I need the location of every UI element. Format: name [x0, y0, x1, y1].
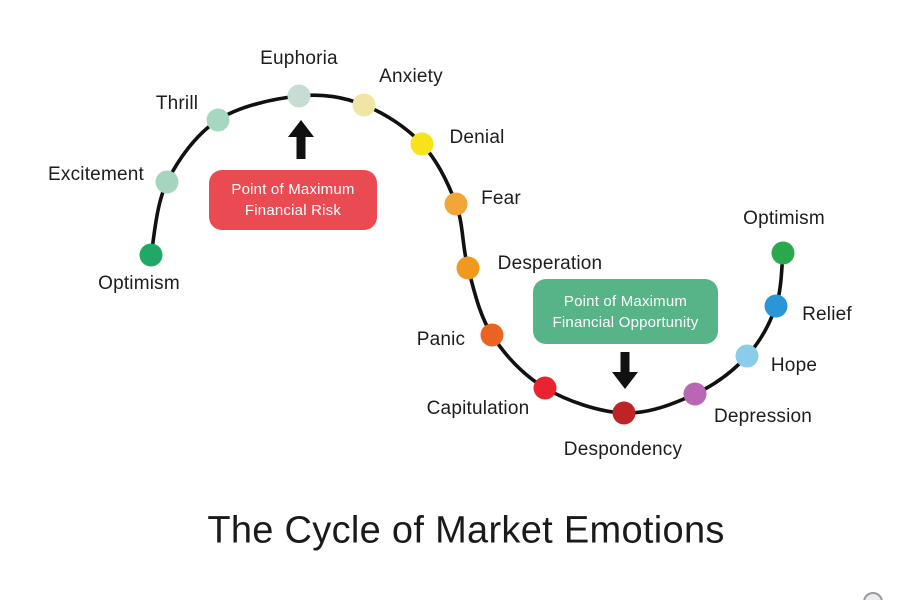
- risk-callout-line2: Financial Risk: [244, 202, 342, 219]
- emotion-dot-depression: [683, 382, 707, 406]
- emotion-label-desperation: Desperation: [497, 253, 603, 274]
- opportunity-callout: Point of Maximum Financial Opportunity: [533, 279, 718, 344]
- opportunity-callout-line2: Financial Opportunity: [552, 313, 699, 331]
- emotion-label-relief: Relief: [802, 304, 852, 325]
- emotion-dot-panic: [480, 323, 504, 347]
- risk-callout-line1: Point of Maximum: [231, 181, 355, 198]
- risk-callout: Point of Maximum Financial Risk: [209, 170, 377, 230]
- page-title: The Cycle of Market Emotions: [207, 509, 725, 552]
- watermark-circle-icon: [863, 592, 883, 600]
- emotion-dot-excitement: [155, 170, 179, 194]
- emotion-label-despondency: Despondency: [563, 439, 683, 460]
- emotion-label-capitulation: Capitulation: [426, 398, 530, 419]
- emotion-dot-denial: [410, 132, 434, 156]
- opportunity-callout-line1: Point of Maximum: [563, 292, 688, 310]
- emotion-label-excitement: Excitement: [48, 164, 144, 185]
- emotion-label-optimism-start: Optimism: [98, 273, 180, 294]
- emotion-label-depression: Depression: [713, 406, 813, 427]
- emotion-dot-despondency: [612, 401, 636, 425]
- emotion-label-fear: Fear: [481, 188, 521, 209]
- emotion-dot-relief: [764, 294, 788, 318]
- emotion-label-hope: Hope: [770, 355, 818, 376]
- emotion-dots: [139, 84, 795, 425]
- emotion-dot-desperation: [456, 256, 480, 280]
- emotion-dot-fear: [444, 192, 468, 216]
- emotion-label-anxiety: Anxiety: [379, 66, 443, 87]
- emotion-dot-thrill: [206, 108, 230, 132]
- emotion-dot-anxiety: [352, 93, 376, 117]
- emotion-dot-euphoria: [287, 84, 311, 108]
- up-arrow-icon: [288, 120, 314, 159]
- emotion-label-optimism-end: Optimism: [743, 208, 825, 229]
- emotion-dot-optimism-start: [139, 243, 163, 267]
- emotion-dot-hope: [735, 344, 759, 368]
- down-arrow-icon: [612, 352, 638, 389]
- emotion-dot-optimism-end: [771, 241, 795, 265]
- emotion-label-denial: Denial: [449, 127, 505, 148]
- emotion-dot-capitulation: [533, 376, 557, 400]
- emotion-label-thrill: Thrill: [155, 93, 199, 114]
- emotion-label-panic: Panic: [416, 329, 466, 350]
- emotion-label-euphoria: Euphoria: [260, 48, 338, 69]
